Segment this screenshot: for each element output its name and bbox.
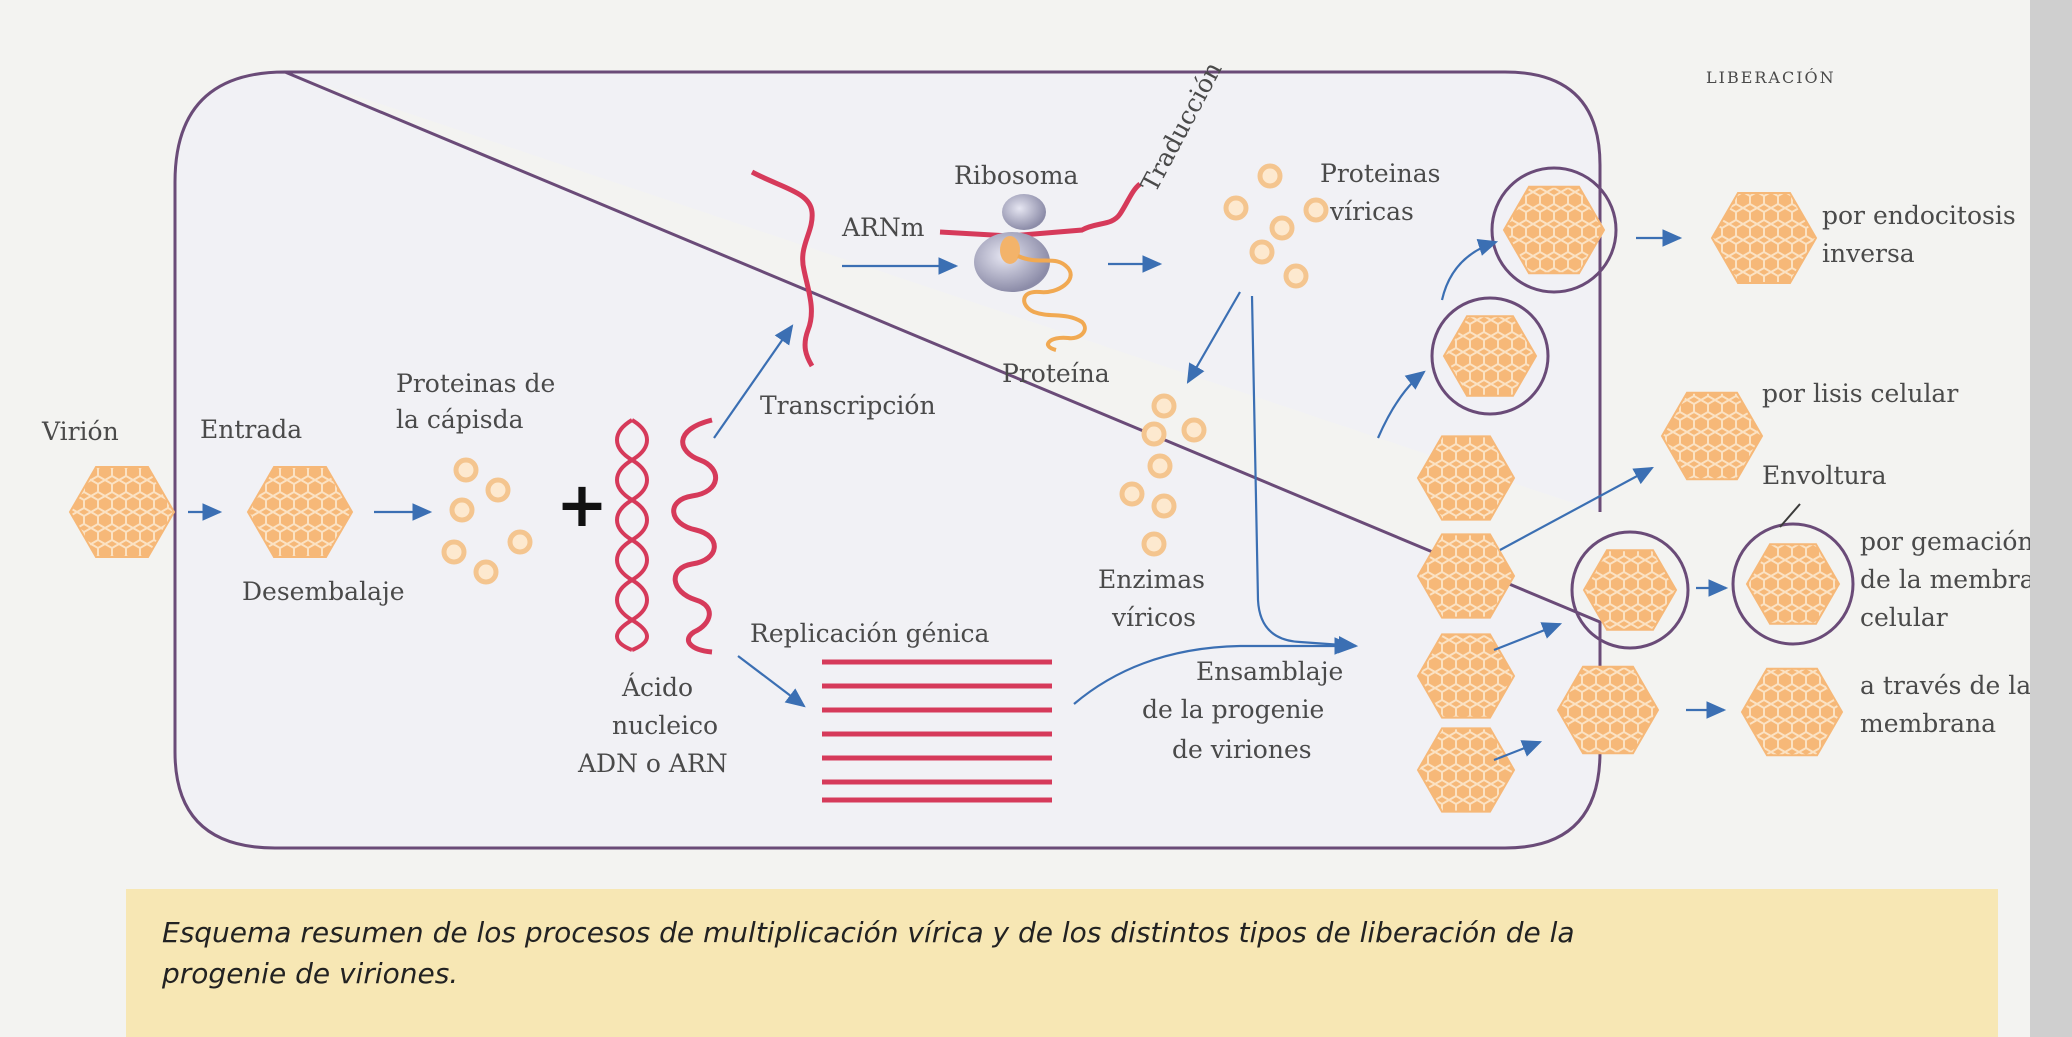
protein-dot-icon [1257,163,1283,189]
assembly-vesicle [1430,296,1550,416]
label-transcripcion: Transcripción [760,391,936,420]
label-proteinas-viricas-2: víricas [1330,197,1414,226]
label-traves-1: a través de la [1860,671,2032,700]
protein-chain-icon [1017,254,1087,352]
protein-dot-icon [441,539,467,565]
hexagonal-capsid-icon [1416,435,1516,521]
protein-dot-icon [1181,417,1207,443]
hexagonal-capsid-icon [1442,315,1538,397]
label-endocitosis-2: inversa [1822,239,1915,268]
hexagonal-capsid-icon [68,466,176,558]
protein-dot-icon [453,457,479,483]
hexagonal-capsid-icon [1416,533,1516,619]
label-acido-3: ADN o ARN [578,749,728,778]
hexagonal-capsid-icon [1710,192,1818,284]
budding-vesicle [1570,530,1690,650]
page-edge [2030,0,2072,1037]
capsid-group [68,185,1844,813]
hexagonal-capsid-icon [1745,543,1841,625]
endocytosis-vesicle [1490,166,1618,294]
cell-membrane [173,70,1602,850]
label-ensamblaje-3: de viriones [1172,735,1312,764]
label-gemacion-1: por gemación [1860,527,2034,556]
arrow-icon [1493,740,1543,762]
replicated-genome-lines [822,659,1052,803]
hexagonal-capsid-icon [1556,665,1660,755]
label-proteinas-viricas-1: Proteinas [1320,159,1441,188]
protein-dot-icon [1147,453,1173,479]
label-traves-2: membrana [1860,709,1997,738]
arrows [188,229,1729,762]
enveloped-virion-circle [1731,522,1855,646]
label-enzimas-2: víricos [1112,603,1196,632]
arrow-icon [1376,370,1426,439]
protein-dot-icon [1303,197,1329,223]
hexagonal-capsid-icon [1502,185,1606,275]
hexagonal-capsid-icon [1416,633,1516,719]
label-proteina: Proteína [1002,359,1110,388]
label-liberacion: LIBERACIÓN [1706,68,1836,87]
protein-dot-icon [1151,493,1177,519]
arrow-icon [737,655,806,708]
label-envoltura: Envoltura [1762,461,1887,490]
label-ensamblaje-1: Ensamblaje [1196,657,1344,686]
label-replicacion: Replicación génica [750,619,990,648]
figure-caption: Esquema resumen de los procesos de multi… [126,889,1998,1037]
label-proteinas-capsida-1: Proteinas de [396,369,556,398]
mrna-strand-icon [750,169,815,368]
protein-dot-icon [1151,393,1177,419]
protein-dot-icon [1141,531,1167,557]
label-ensamblaje-2: de la progenie [1142,695,1325,724]
ribosome-icon [974,194,1050,292]
protein-dot-icon [507,529,533,555]
arrow-icon [1073,637,1355,705]
label-arnm: ARNm [842,213,925,242]
caption-line-1: Esquema resumen de los procesos de multi… [162,916,1575,949]
hexagonal-capsid-icon [1740,667,1844,757]
nucleic-acid-strand-icon [671,417,719,655]
vesicles [1430,166,1855,650]
protein-dot-icon [1249,239,1275,265]
protein-dot-icon [1283,263,1309,289]
label-lisis: por lisis celular [1762,379,1959,408]
protein-dot-icon [1223,195,1249,221]
label-enzimas-1: Enzimas [1098,565,1205,594]
plus-sign: + [556,468,608,541]
label-acido-2: nucleico [612,711,719,740]
protein-dots [441,163,1329,585]
label-endocitosis-1: por endocitosis [1822,201,2016,230]
hexagonal-capsid-icon [1660,391,1764,481]
nucleic-acid-helix-icon [615,418,649,652]
arrow-icon [1440,238,1499,301]
hexagonal-capsid-icon [1582,549,1678,631]
label-proteinas-capsida-2: la cápisda [396,405,524,434]
arrow-icon [1250,295,1359,654]
protein-dot-icon [1269,215,1295,241]
arrow-icon [1493,622,1563,652]
envoltura-pointer [1779,503,1801,528]
arrow-icon [1499,466,1654,551]
protein-dot-icon [1141,421,1167,447]
arrow-icon [1186,291,1241,384]
label-gemacion-3: celular [1860,603,1948,632]
label-virion: Virión [42,417,119,446]
label-entrada: Entrada [200,415,303,444]
mrna-horizontal-icon [939,182,1142,239]
protein-dot-icon [449,497,475,523]
hexagonal-capsid-icon [246,466,354,558]
protein-dot-icon [473,559,499,585]
arrow-icon [713,324,794,439]
caption-line-2: progenie de viriones. [162,956,459,990]
hexagonal-capsid-icon [1416,727,1516,813]
label-desembalaje: Desembalaje [242,577,405,606]
label-ribosoma: Ribosoma [954,161,1079,190]
label-acido-1: Ácido [622,673,694,702]
protein-dot-icon [485,477,511,503]
protein-dot-icon [1119,481,1145,507]
